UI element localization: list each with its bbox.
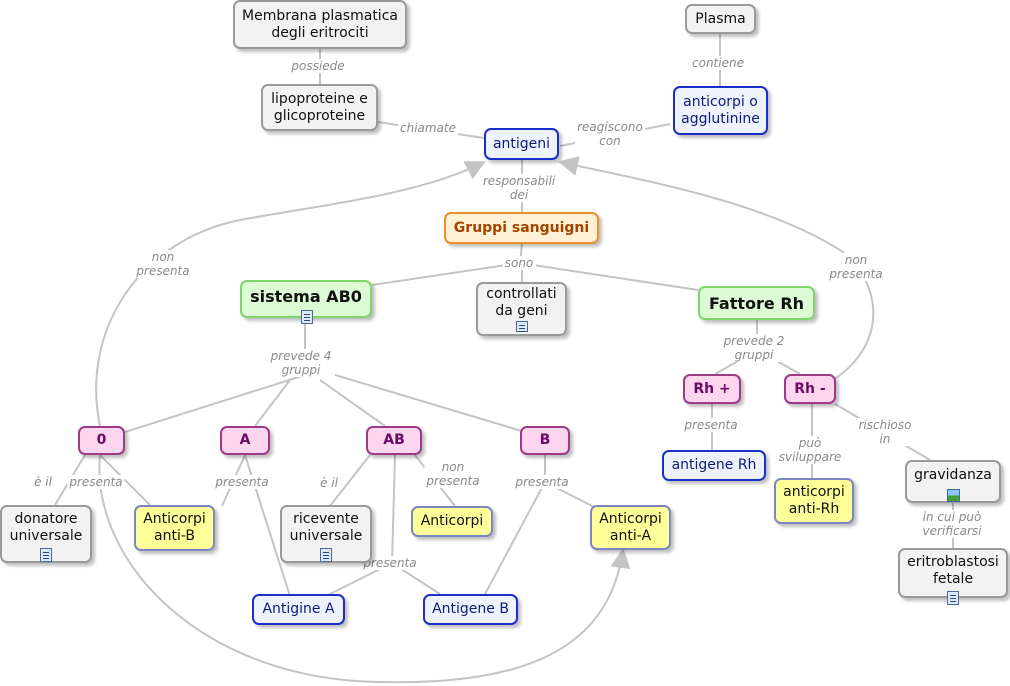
node-anticorpi-anti-a[interactable]: Anticorpi anti-A <box>590 505 671 550</box>
node-group-b[interactable]: B <box>520 426 570 455</box>
node-label: lipoproteine e glicoproteine <box>271 90 368 124</box>
node-rh-plus[interactable]: Rh + <box>683 374 741 404</box>
link-label-puo-sviluppare: può sviluppare <box>776 436 844 464</box>
node-gruppi-sanguigni[interactable]: Gruppi sanguigni <box>444 212 599 244</box>
link-label-contiene: contiene <box>690 56 746 70</box>
link-label-presenta-a: presenta <box>213 475 271 489</box>
node-label: anticorpi anti-Rh <box>783 484 845 517</box>
link-label-non-presenta-right: non presenta <box>827 253 885 281</box>
link-label-non-presenta-ab: non presenta <box>424 460 482 488</box>
link-label-prevede-2-gruppi: prevede 2 gruppi <box>721 334 787 362</box>
node-label: A <box>239 432 251 448</box>
node-antigene-b[interactable]: Antigene B <box>423 594 518 625</box>
node-label: antigeni <box>492 135 551 152</box>
link-label-prevede-4-gruppi: prevede 4 gruppi <box>268 349 334 377</box>
node-ricevente-universale[interactable]: ricevente universale <box>280 505 372 563</box>
link-label-presenta-ab: presenta <box>361 556 419 570</box>
node-anticorpi-anti-rh[interactable]: anticorpi anti-Rh <box>774 478 854 524</box>
node-label: Rh + <box>693 380 731 397</box>
link-label-non-presenta-left: non presenta <box>134 250 192 278</box>
link-label-in-cui-puo: in cui può verificarsi <box>920 510 984 538</box>
document-resource-icon[interactable] <box>947 591 959 605</box>
document-resource-icon[interactable] <box>320 548 332 562</box>
node-label: AB <box>383 432 405 448</box>
node-fattore-rh[interactable]: Fattore Rh <box>698 286 815 320</box>
document-resource-icon[interactable] <box>515 321 528 332</box>
document-resource-icon[interactable] <box>301 310 313 324</box>
node-antigine-a[interactable]: Antigine A <box>252 594 345 625</box>
link-label-presenta-0: presenta <box>67 475 125 489</box>
node-plasma[interactable]: Plasma <box>685 4 756 34</box>
link-label-e-il-ab: è il <box>318 476 340 490</box>
link-label-chiamate: chiamate <box>397 121 459 135</box>
link-label-reagiscono-con: reagiscono con <box>575 120 645 148</box>
node-donatore-universale[interactable]: donatore universale <box>0 505 92 563</box>
node-label: Antigene B <box>432 601 509 617</box>
node-label: Anticorpi anti-B <box>143 511 206 544</box>
node-eritroblastosi-fetale[interactable]: eritroblastosi fetale <box>898 548 1008 605</box>
node-anticorpi-agglutinine[interactable]: anticorpi o agglutinine <box>673 86 768 135</box>
node-membrana-plasmatica[interactable]: Membrana plasmatica degli eritrociti <box>233 0 407 49</box>
image-resource-icon[interactable] <box>947 489 960 502</box>
node-label: eritroblastosi fetale <box>907 554 999 587</box>
node-label: Anticorpi anti-A <box>599 510 662 544</box>
node-label: anticorpi o agglutinine <box>681 93 760 127</box>
node-antigene-rh[interactable]: antigene Rh <box>662 450 766 481</box>
link-label-rischioso-in: rischioso in <box>856 418 914 446</box>
node-lipoproteine[interactable]: lipoproteine e glicoproteine <box>261 84 378 131</box>
node-group-a[interactable]: A <box>220 426 270 455</box>
node-label: Anticorpi <box>420 513 484 529</box>
document-resource-icon[interactable] <box>40 548 52 562</box>
node-label: controllati da geni <box>486 286 557 319</box>
link-label-e-il-0: è il <box>32 475 54 489</box>
link-label-presenta-rh: presenta <box>682 418 740 432</box>
node-anticorpi[interactable]: Anticorpi <box>411 506 493 537</box>
node-rh-minus[interactable]: Rh - <box>784 374 836 404</box>
node-label: Fattore Rh <box>708 293 805 313</box>
node-label: Plasma <box>695 10 746 27</box>
link-label-sono: sono <box>502 256 536 270</box>
link-label-responsabili-dei: responsabili dei <box>480 174 558 202</box>
node-gravidanza[interactable]: gravidanza <box>905 460 1001 503</box>
node-label: Rh - <box>794 380 826 397</box>
node-label: 0 <box>96 432 107 448</box>
node-group-ab[interactable]: AB <box>366 426 422 455</box>
node-label: sistema AB0 <box>250 287 362 306</box>
link-label-presenta-b: presenta <box>513 475 571 489</box>
node-label: Antigine A <box>262 601 335 617</box>
node-label: ricevente universale <box>289 511 363 544</box>
node-label: B <box>539 432 551 448</box>
node-label: antigene Rh <box>671 457 757 473</box>
node-label: gravidanza <box>914 467 992 483</box>
node-label: Gruppi sanguigni <box>453 219 590 236</box>
node-sistema-ab0[interactable]: sistema AB0 <box>240 280 372 324</box>
node-label: Membrana plasmatica degli eritrociti <box>242 7 398 41</box>
node-controllati-da-geni[interactable]: controllati da geni <box>476 282 567 336</box>
link-label-possiede: possiede <box>289 59 347 73</box>
node-anticorpi-anti-b[interactable]: Anticorpi anti-B <box>134 505 215 551</box>
node-group-0[interactable]: 0 <box>78 426 125 455</box>
node-antigeni[interactable]: antigeni <box>484 128 559 160</box>
node-label: donatore universale <box>9 511 83 544</box>
